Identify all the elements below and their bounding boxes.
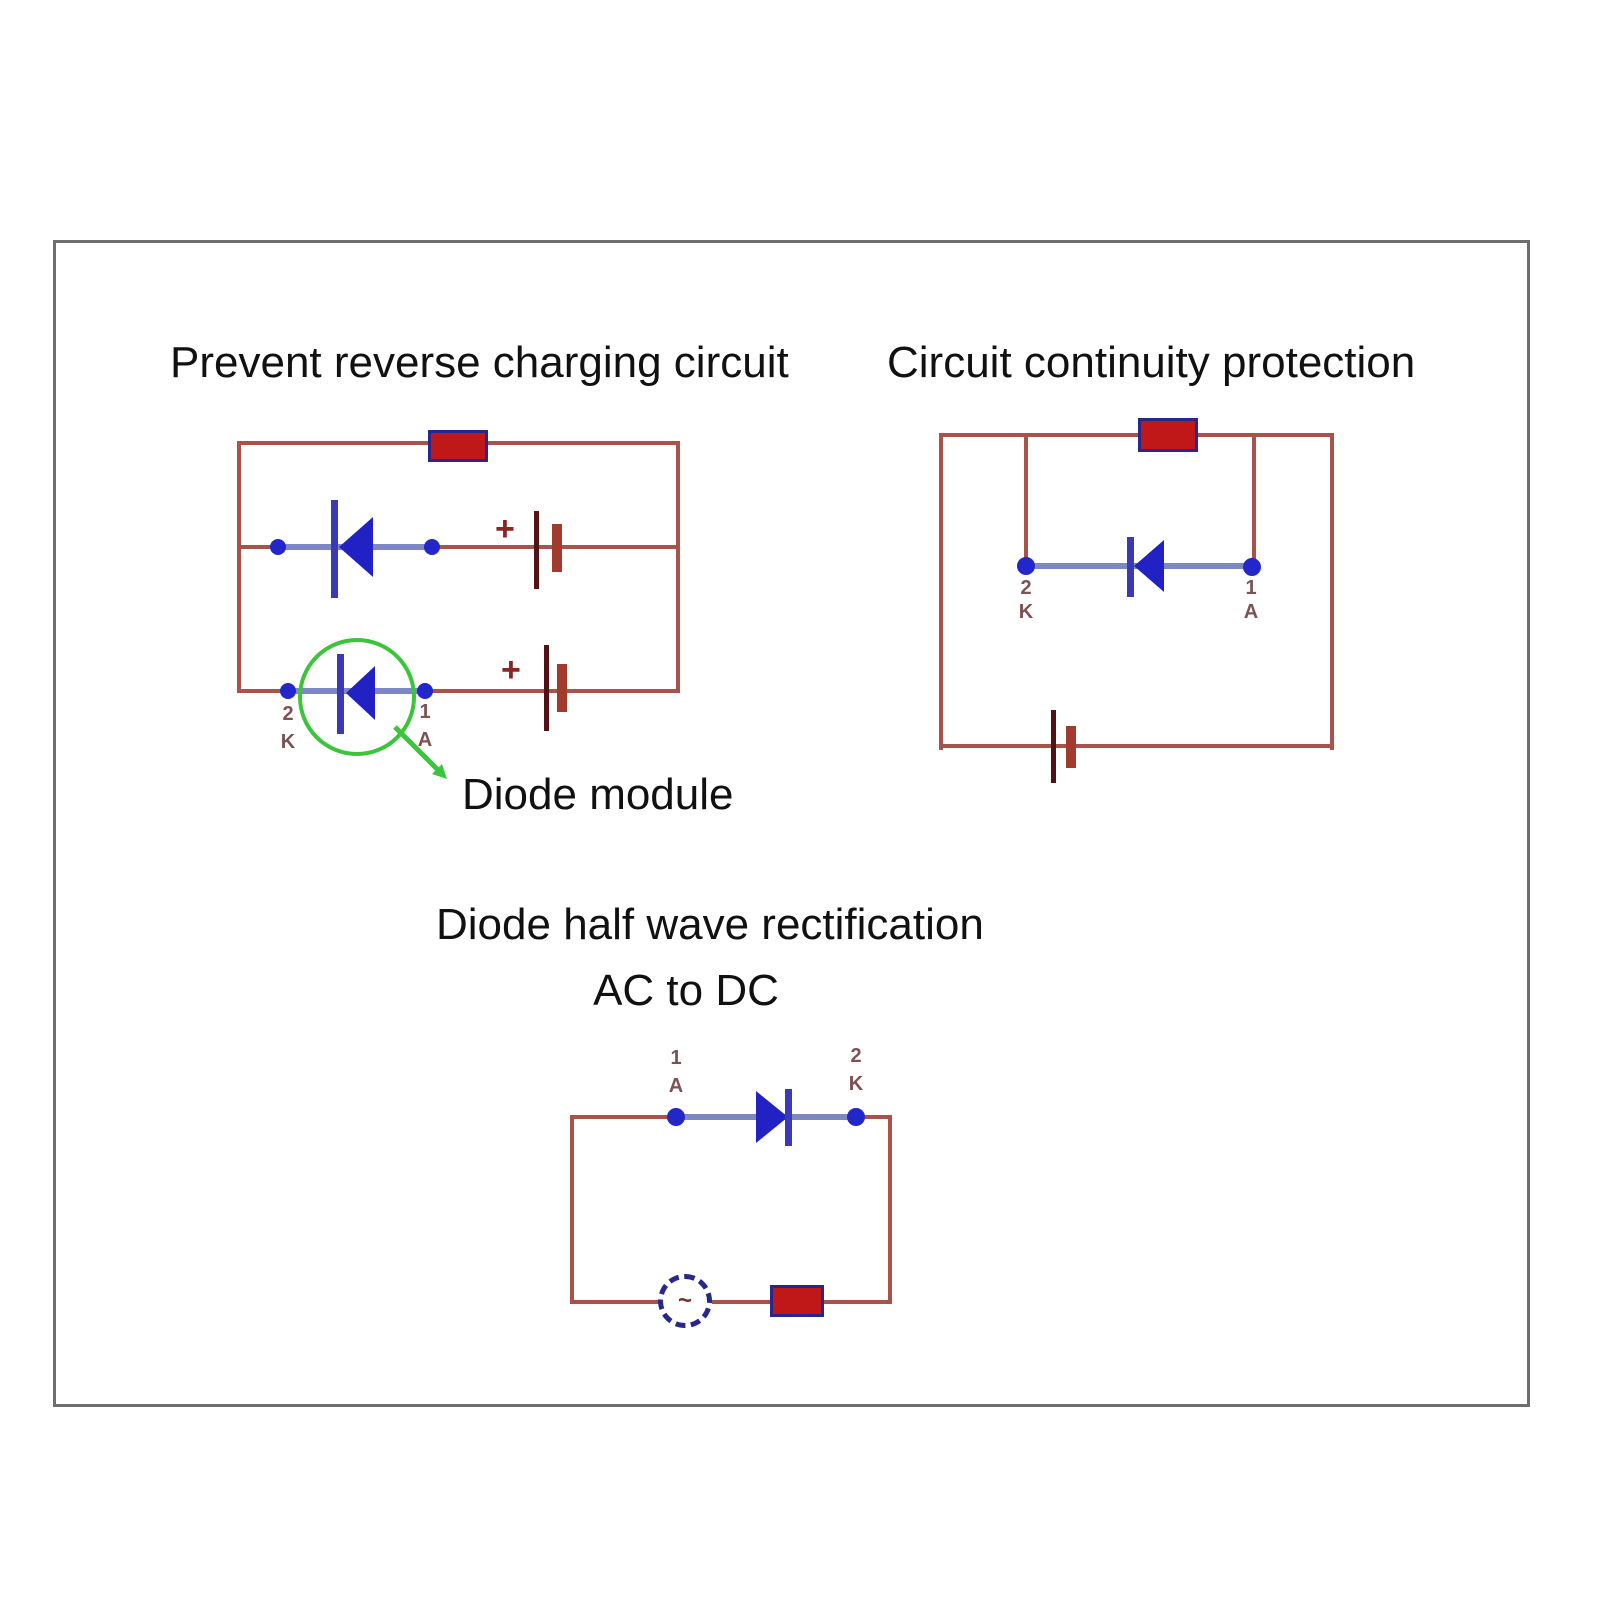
circuit1-middle-right-node [424,539,440,555]
circuit2-bottom-wire [939,744,1334,748]
circuit1-bottom-wire [237,689,680,693]
circuit1-left-wire [237,441,241,693]
circuit1-right-wire [676,441,680,693]
circuit2-diode-cathode-bar-icon [1127,537,1134,597]
circuit3-pin-1: 1 [670,1047,682,1069]
circuit3-right-node [847,1108,865,1126]
circuit2-pin-K: K [1018,601,1034,623]
circuit1-middle-left-node [270,539,286,555]
circuit1-middle-diode-cathode-bar-icon [331,500,338,598]
circuit1-resistor [428,430,488,462]
circuit1-middle-diode-icon [339,517,373,577]
circuit1-pin-K: K [280,731,296,753]
circuit1-middle-battery-short-plate-icon [552,524,562,572]
circuit3-pin-K: K [848,1073,864,1095]
circuit2-pin-2: 2 [1020,577,1032,599]
circuit3-pin-A: A [668,1075,684,1097]
circuit2-battery-short-plate-icon [1066,726,1076,768]
ac-tilde-symbol: ~ [677,1287,692,1314]
circuit3-resistor [770,1285,824,1317]
circuit2-right-node [1243,558,1261,576]
circuit1-middle-battery-long-plate-icon [534,511,539,589]
diode-module-label: Diode module [462,770,734,819]
circuit2-left-wire [939,433,943,750]
circuit2-right-wire [1330,433,1334,750]
circuit2-right-stub-wire [1252,435,1256,567]
circuit2-diode-icon [1134,540,1164,592]
circuit1-bottom-left-node [280,683,296,699]
circuit1-bottom-battery-short-plate-icon [557,664,567,712]
circuit3-right-wire [888,1115,892,1304]
circuit2-left-stub-wire [1024,435,1028,566]
circuit2-title: Circuit continuity protection [887,338,1416,387]
circuit1-pin-2: 2 [282,703,294,725]
circuit3-bottom-wire [570,1300,890,1304]
circuit3-title: Diode half wave rectification [436,900,984,949]
circuit1-middle-wire [239,545,678,549]
circuit1-middle-battery-plus: + [495,510,515,548]
circuit2-pin-1: 1 [1245,577,1257,599]
ac-source-icon: ~ [658,1274,712,1328]
diode-highlight-circle-icon [298,638,416,756]
circuit3-left-node [667,1108,685,1126]
circuit2-left-node [1017,557,1035,575]
circuit2-pin-A: A [1243,601,1259,623]
circuit3-pin-2: 2 [850,1045,862,1067]
circuit1-pin-A: A [417,729,433,751]
circuit1-pin-1: 1 [419,701,431,723]
green-arrow-icon [393,725,447,779]
circuit1-bottom-right-node [417,683,433,699]
circuit1-bottom-battery-long-plate-icon [544,645,549,731]
circuit2-top-wire [939,433,1334,437]
circuit3-left-wire [570,1115,574,1304]
circuit1-bottom-battery-plus: + [501,651,521,689]
outer-border [53,240,1530,1407]
circuit3-subtitle: AC to DC [593,966,779,1015]
circuit2-battery-long-plate-icon [1051,710,1056,783]
circuit1-title: Prevent reverse charging circuit [170,338,789,387]
circuit3-diode-cathode-bar-icon [785,1089,792,1146]
circuit3-diode-icon [756,1091,788,1143]
circuit2-resistor [1138,418,1198,452]
